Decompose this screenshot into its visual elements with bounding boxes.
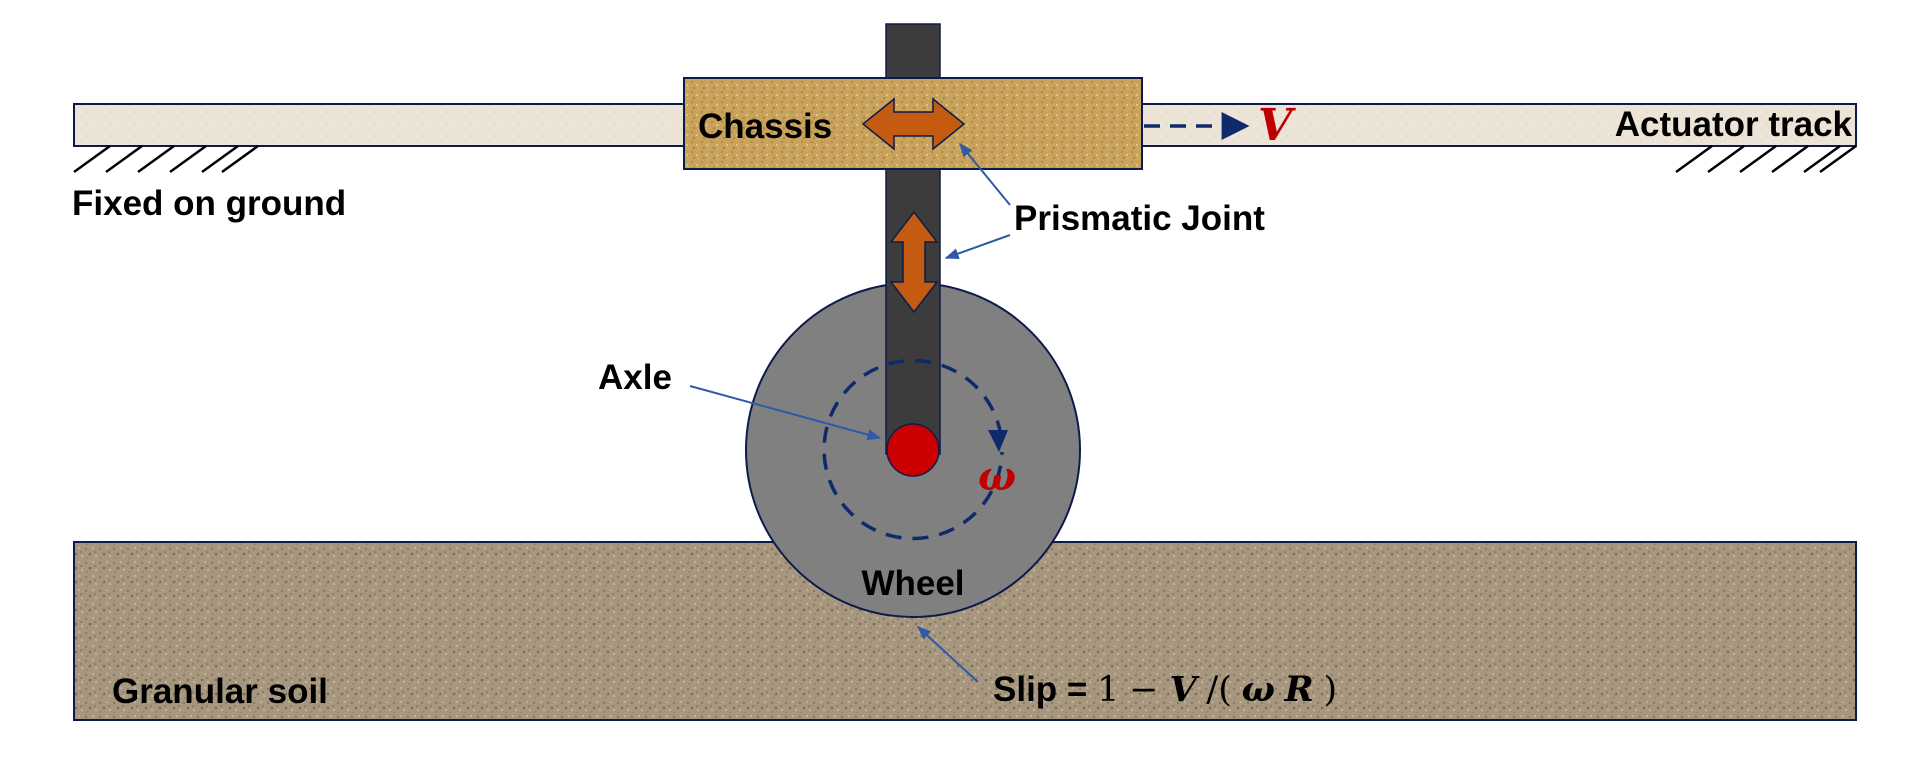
vertical-prismatic-arrow-icon xyxy=(889,210,939,314)
leader-prismatic-rod xyxy=(944,234,1011,260)
prismatic-joint-label: Prismatic Joint xyxy=(1014,199,1265,238)
granular-soil-label: Granular soil xyxy=(112,672,328,711)
actuator-track-label: Actuator track xyxy=(1615,105,1853,144)
rotation-arrowhead-icon xyxy=(988,430,1008,452)
slip-one: 1 xyxy=(1097,670,1119,710)
fixed-on-ground-label: Fixed on ground xyxy=(72,184,346,223)
slip-minus: − xyxy=(1129,670,1169,710)
leader-prismatic-chassis xyxy=(959,142,1011,206)
horizontal-prismatic-arrow-icon xyxy=(861,97,966,151)
slip-formula: Slip = 1 − V /( ω R ) xyxy=(993,669,1337,710)
leader-slip xyxy=(916,626,979,683)
axle xyxy=(886,423,940,477)
velocity-symbol: V xyxy=(1258,100,1296,151)
slip-r: R xyxy=(1284,669,1314,710)
rotation-arc-dashed xyxy=(822,358,1004,541)
ground-hatch-right xyxy=(1675,144,1857,174)
angular-velocity-symbol: ω xyxy=(978,453,1016,500)
ground-hatch-left xyxy=(73,144,259,174)
slip-v: V xyxy=(1170,669,1201,710)
slip-close: ) xyxy=(1324,670,1338,710)
leader-axle xyxy=(689,385,882,441)
chassis-label: Chassis xyxy=(698,107,832,146)
slip-omega: ω xyxy=(1242,669,1275,710)
wheel-label: Wheel xyxy=(861,564,964,603)
axle-label: Axle xyxy=(598,358,672,397)
slip-slash: /( xyxy=(1206,670,1231,710)
slip-prefix: Slip = xyxy=(993,670,1097,709)
